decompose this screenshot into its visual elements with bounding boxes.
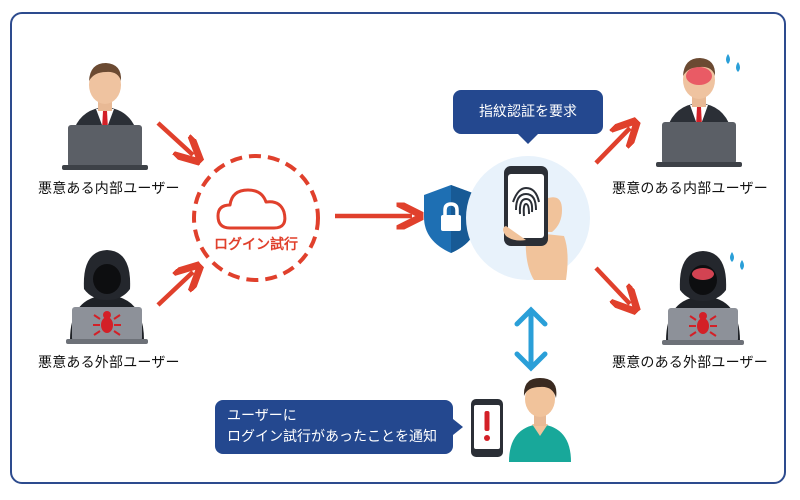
fingerprint-phone-icon [466,156,590,280]
cloud-icon [216,188,287,230]
arrow-outsider-to-login [156,272,193,307]
login-attempt-node: ログイン試行 [188,150,324,286]
person-icon [656,54,742,167]
fingerprint-request-bubble: 指紋認証を要求 [453,90,603,144]
person-icon [62,63,148,170]
arrow-insider-to-login [156,121,193,155]
arrow-auth-notify [514,306,548,372]
arrow-auth-to-insider [594,128,630,165]
notify-bubble: ユーザーに ログイン試行があったことを通知 [215,400,463,454]
bug-icon [689,312,717,337]
sweat-icon [730,252,744,270]
outsider-attacker-label: 悪意ある外部ユーザー [38,355,180,371]
sweat-icon [726,54,740,72]
arrow-auth-to-outsider [594,266,630,304]
hacker-icon [66,250,148,344]
notify-text-line2: ログイン試行があったことを通知 [227,429,437,445]
fingerprint-request-text: 指紋認証を要求 [479,104,577,120]
insider-attacker-label: 悪意ある内部ユーザー [38,181,180,197]
notify-text-line1: ユーザーに [227,408,297,424]
login-attempt-label: ログイン試行 [214,237,298,253]
person-icon [509,378,571,462]
alert-phone-icon [471,399,503,457]
hacker-icon [662,251,744,345]
outsider-result-label: 悪意のある外部ユーザー [612,355,768,371]
insider-result-label: 悪意のある内部ユーザー [612,181,768,197]
bug-icon [93,311,121,336]
